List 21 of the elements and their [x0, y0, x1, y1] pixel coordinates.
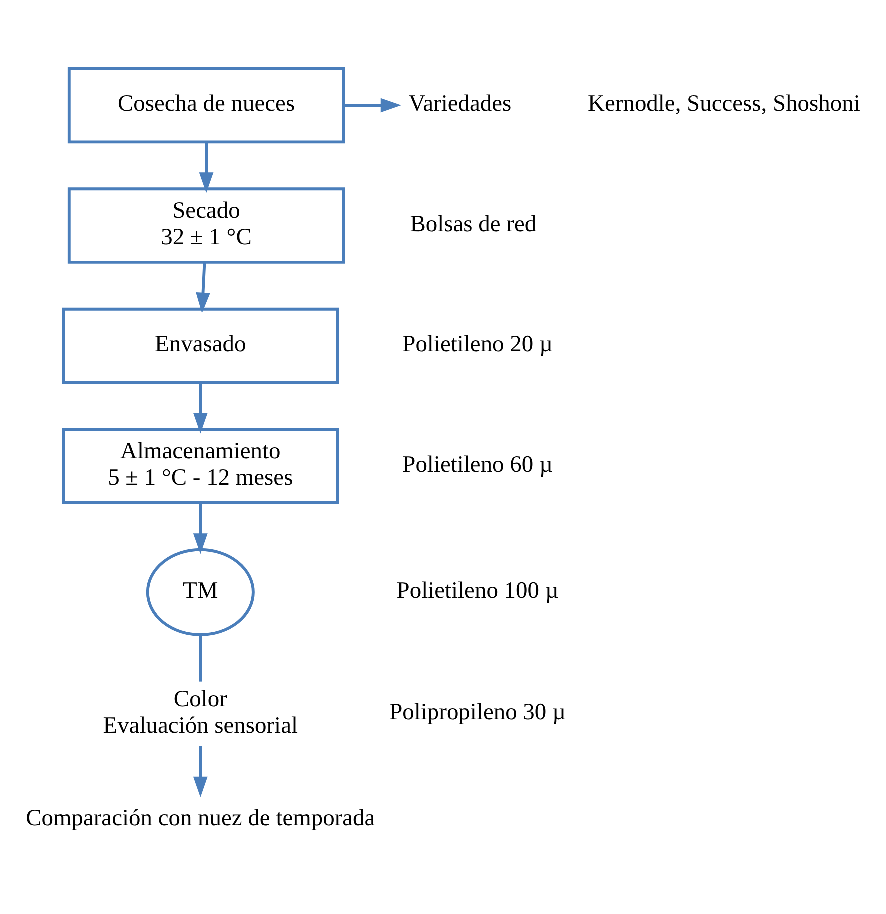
node-text: Comparación con nuez de temporada	[26, 804, 376, 831]
label: Bolsas de red	[410, 210, 537, 237]
label: Polipropileno 30 µ	[390, 699, 566, 726]
node-box: Cosecha de nueces	[68, 66, 346, 144]
node-text: Variedades	[408, 90, 512, 117]
arrow	[193, 746, 208, 797]
arrow	[193, 382, 208, 434]
node-ellipse: TM	[146, 548, 255, 636]
label: Polietileno 100 µ	[396, 577, 559, 604]
label: Kernodle, Success, Shoshoni	[588, 90, 860, 117]
node-text: Color Evaluación sensorial	[103, 686, 298, 738]
arrow	[199, 142, 214, 193]
label: Polietileno 20 µ	[402, 331, 553, 358]
node-box: Envasado	[62, 307, 340, 384]
node-box: Secado 32 ± 1 °C	[68, 187, 346, 264]
arrow	[196, 262, 210, 313]
connector	[199, 634, 202, 682]
arrow	[193, 502, 208, 554]
label: Polietileno 60 µ	[402, 451, 553, 478]
arrow	[344, 98, 402, 112]
node-box: Almacenamiento 5 ± 1 °C - 12 meses	[62, 428, 340, 504]
